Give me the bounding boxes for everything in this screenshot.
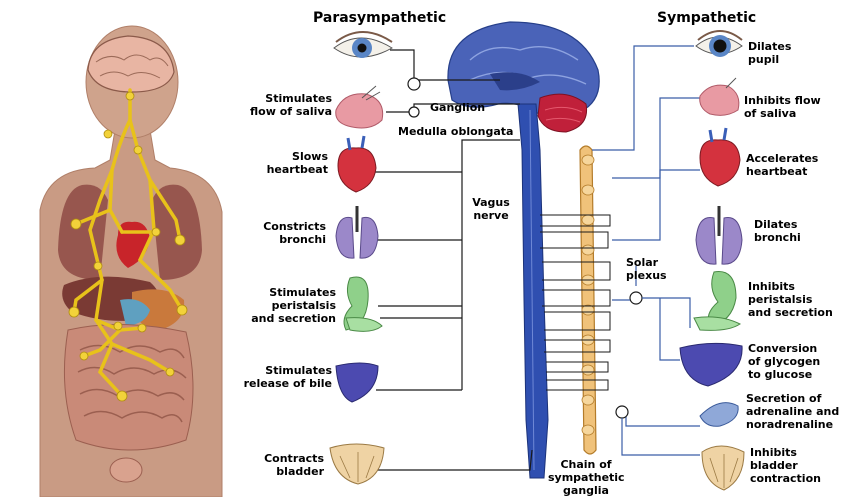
medulla-oblongata-label: Medulla oblongata — [398, 125, 513, 138]
adrenal-gland-icon — [700, 403, 738, 427]
salivary-gland-icon — [336, 86, 383, 128]
eye-icon-right — [696, 31, 742, 57]
liver-icon-left — [336, 363, 378, 402]
bladder-icon-right — [702, 446, 744, 490]
heart-icon-right — [700, 128, 740, 186]
sympathetic-organ-icons — [680, 31, 744, 490]
bladder-icon-left — [330, 444, 384, 484]
heart-icon-left — [338, 136, 376, 192]
parasympathetic-header: Parasympathetic — [313, 10, 446, 26]
liver-icon-right — [680, 343, 742, 386]
intestines-icon — [64, 324, 193, 450]
brain-and-spinal-cord — [448, 22, 610, 478]
sympathetic-connectors — [592, 46, 700, 455]
stomach-icon-left — [344, 277, 382, 331]
lungs-icon-right — [696, 206, 742, 264]
parasympathetic-organ-icons — [330, 32, 392, 484]
ganglion-label: Ganglion — [430, 101, 485, 114]
human-torso-figure — [40, 26, 222, 497]
cerebellum-icon — [538, 94, 587, 132]
stomach-icon-right — [694, 272, 740, 331]
salivary-gland-icon-right — [700, 78, 739, 115]
eye-icon — [334, 32, 392, 58]
sympathetic-header: Sympathetic — [657, 10, 756, 26]
lungs-icon-left — [336, 206, 378, 258]
